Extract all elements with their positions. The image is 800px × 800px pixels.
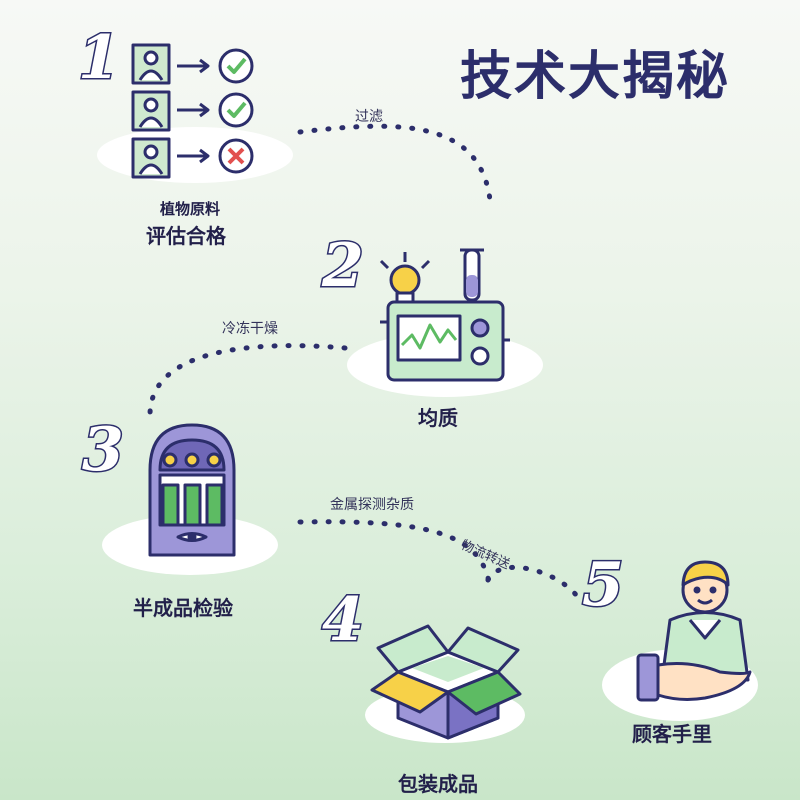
customer-icon — [636, 560, 752, 702]
step-number-4: 4 — [322, 585, 364, 655]
connector-label-filter: 过滤 — [355, 109, 383, 125]
box-icon — [370, 624, 522, 740]
step2-label: 均质 — [418, 406, 458, 430]
step-number-2: 2 — [321, 231, 364, 301]
connector-1-2 — [297, 123, 493, 203]
step1-label: 评估合格 — [146, 224, 226, 248]
step4-label: 包装成品 — [398, 772, 478, 796]
page-title: 技术大揭秘 — [460, 47, 731, 107]
homogenizer-icon — [379, 248, 510, 382]
step1-label-small: 植物原料 — [160, 200, 221, 218]
step-number-3: 3 — [82, 415, 124, 485]
connector-2-3 — [147, 343, 348, 418]
connector-3-4 — [297, 519, 493, 593]
inspection-icon — [131, 43, 254, 179]
connector-label-freeze-dry: 冷冻干燥 — [222, 321, 278, 337]
connector-label-metal-detect: 金属探测杂质 — [330, 497, 414, 513]
step5-label: 顾客手里 — [632, 722, 712, 746]
step-number-1: 1 — [78, 23, 120, 93]
step3-label: 半成品检验 — [133, 596, 233, 620]
step-number-5: 5 — [582, 550, 624, 620]
connector-4-5 — [485, 564, 583, 603]
inspection-station-icon — [148, 423, 236, 557]
